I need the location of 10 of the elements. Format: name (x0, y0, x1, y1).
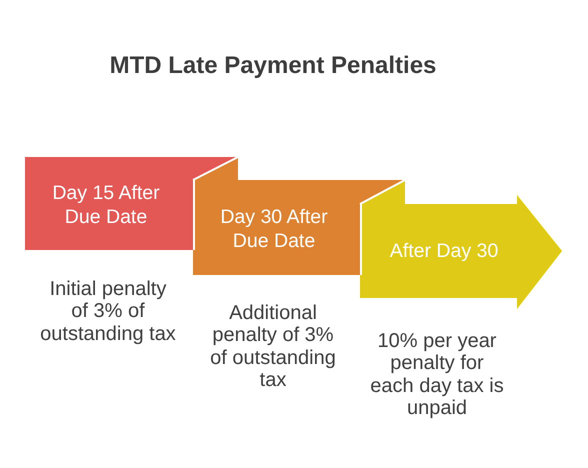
step-banner (193, 157, 360, 275)
diagram-title: MTD Late Payment Penalties (110, 52, 436, 80)
step-description: Initial penalty of 3% of outstanding tax (39, 278, 177, 346)
step-label: Day 30 After Due Date (219, 205, 329, 253)
step-label: Day 15 After Due Date (51, 181, 161, 229)
step-label: After Day 30 (388, 239, 500, 263)
step-description: Additional penalty of 3% of outstanding tax (209, 302, 337, 392)
step-description: 10% per year penalty for each day tax is unpaid (369, 330, 505, 420)
step-banner (25, 157, 193, 250)
step-arrow (360, 180, 562, 309)
